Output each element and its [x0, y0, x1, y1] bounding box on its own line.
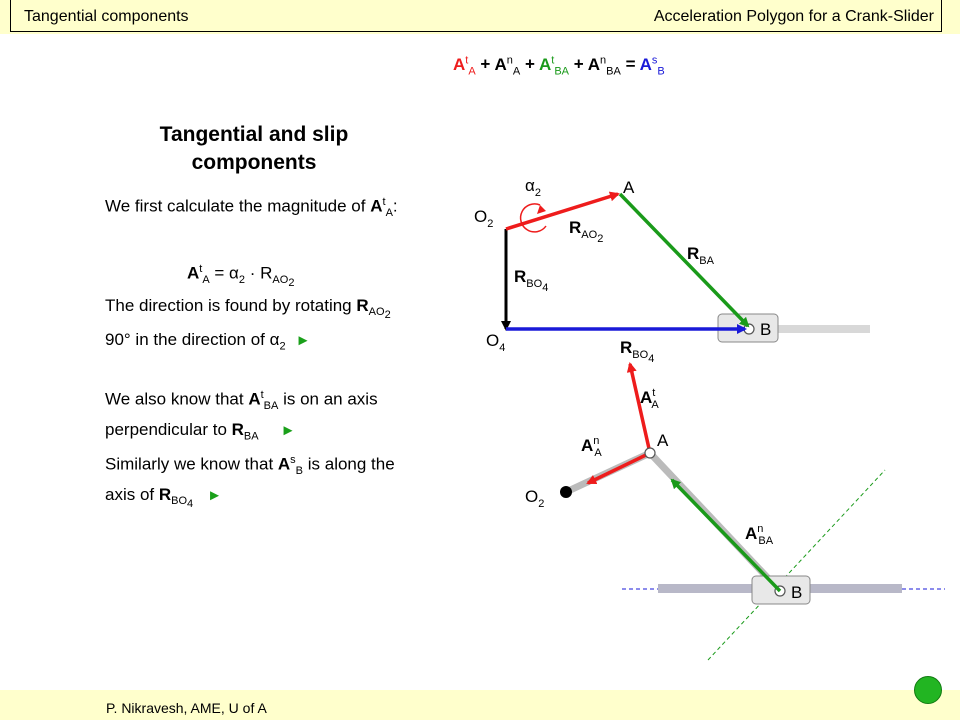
paragraph-perpendicular: We also know that AtBA is on an axis per… [105, 389, 378, 443]
eq-term-AnBA: AnBA [587, 54, 621, 78]
vector-An-BA [670, 478, 782, 593]
label-R-BO4-horizontal: RBO4 [620, 338, 654, 365]
footer-bar [0, 690, 960, 720]
alpha2-arrowhead [537, 205, 546, 214]
eq-term-AtA: AtA [453, 54, 476, 78]
paragraph-direction: The direction is found by rotating RAO2 … [105, 296, 391, 352]
vector-An-A [586, 451, 651, 485]
next-slide-button[interactable] [914, 676, 942, 704]
vector-R-AO2 [505, 191, 620, 231]
animate-step-1-button[interactable]: ► [295, 331, 311, 349]
slider-track-top [720, 325, 870, 333]
animate-step-2-button[interactable]: ► [280, 422, 296, 440]
eq-term-AsB: AsB [639, 54, 665, 78]
footer-credit: P. Nikravesh, AME, U of A [106, 700, 267, 716]
acceleration-equation: AtA + AnA + AtBA + AnBA = AsB [453, 54, 665, 78]
label-O4: O4 [486, 331, 505, 354]
header-bar [0, 0, 960, 34]
vector-R-BA [618, 192, 750, 328]
eq-term-AnA: AnA [494, 54, 521, 78]
vector-At-A [626, 362, 652, 454]
paragraph-magnitude: We first calculate the magnitude of AtA: [105, 196, 398, 220]
label-B-top: B [760, 320, 771, 339]
label-O2-top: O2 [474, 207, 493, 230]
label-A-top: A [623, 178, 635, 197]
paragraph-slip-axis: Similarly we know that AsB is along the … [105, 454, 395, 511]
section-title: Tangential and slip components [159, 123, 349, 174]
formula-AtA: AtA = α2 · RAO2 [187, 263, 295, 290]
label-R-BA: RBA [687, 244, 715, 267]
ground-pin-O2 [560, 486, 572, 498]
header-section-title: Tangential components [24, 8, 189, 25]
pin-A-bottom [644, 447, 656, 459]
label-alpha2: α2 [525, 176, 541, 199]
label-R-AO2: RAO2 [569, 218, 603, 245]
header-slide-title: Acceleration Polygon for a Crank-Slider [653, 8, 934, 25]
eq-term-AtBA: AtBA [538, 54, 569, 78]
label-A-bottom: A [657, 431, 669, 450]
tangential-axis-dashed [707, 469, 886, 661]
header-frame [10, 0, 942, 32]
animate-step-3-button[interactable]: ► [207, 487, 223, 505]
label-O2-bottom: O2 [525, 487, 544, 510]
label-R-BO4-vertical: RBO4 [514, 267, 548, 294]
alpha2-rotation-arc [519, 203, 547, 233]
label-B-bottom: B [791, 583, 802, 602]
